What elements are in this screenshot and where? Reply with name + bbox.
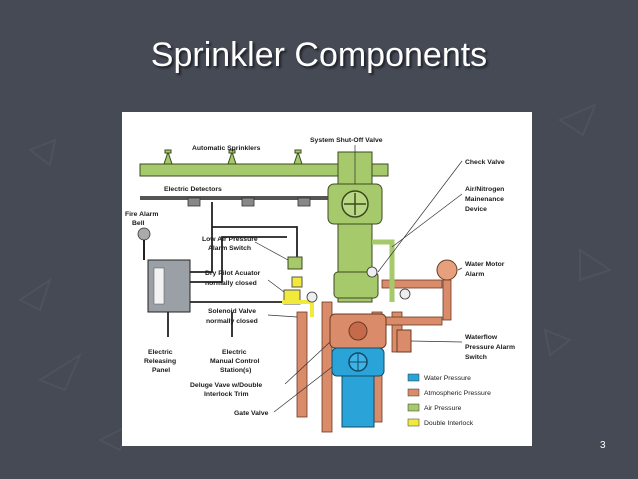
system-shutoff-valve [327, 183, 383, 225]
label-solenoid-1: Solenoid Valve [208, 308, 256, 315]
legend-swatch-air [407, 403, 420, 412]
air-main-pipe [139, 163, 389, 177]
control-wiring [167, 202, 298, 337]
waterflow-pressure-alarm-switch [396, 329, 412, 353]
label-gate-valve: Gate Valve [234, 410, 269, 417]
legend-label-interlock: Double Interlock [424, 420, 474, 427]
fire-alarm-bell [137, 227, 151, 260]
legend-label-atmospheric: Atmospheric Pressure [424, 390, 491, 397]
label-low-air-2: Alarm Switch [208, 245, 251, 252]
legend-label-air: Air Pressure [424, 405, 462, 412]
label-check-valve: Check Valve [465, 159, 505, 166]
deluge-valve [329, 313, 387, 349]
label-waterflow-3: Switch [465, 354, 487, 361]
label-fire-alarm-1: Fire Alarm [125, 211, 158, 218]
label-waterflow-1: Waterflow [465, 334, 498, 341]
water-motor-alarm [436, 259, 458, 321]
label-waterflow-2: Pressure Alarm [465, 344, 515, 351]
label-system-shutoff-valve: System Shut-Off Valve [310, 137, 383, 144]
legend-swatch-atmospheric [407, 388, 420, 397]
label-releasing-2: Releasing [144, 358, 176, 365]
label-deluge-2: Interlock Trim [204, 391, 249, 398]
automatic-sprinkler-heads [163, 149, 303, 165]
gate-valve [331, 347, 385, 377]
leader-lines [254, 145, 463, 413]
label-air-nitrogen-2: Mainenance [465, 196, 504, 203]
label-automatic-sprinklers: Automatic Sprinklers [192, 145, 261, 152]
label-deluge-1: Deluge Vave w/Double [190, 382, 262, 389]
slide-title: Sprinkler Components [150, 36, 488, 74]
label-air-nitrogen-1: Air/Nitrogen [465, 186, 504, 193]
label-water-motor-2: Alarm [465, 271, 484, 278]
pressure-gauges [306, 266, 411, 303]
electric-detectors [140, 196, 340, 207]
label-water-motor-1: Water Motor [465, 261, 505, 268]
sprinkler-diagram: Automatic Sprinklers System Shut-Off Val… [122, 112, 532, 446]
label-electric-detectors: Electric Detectors [164, 186, 222, 193]
label-dry-pilot-2: normally closed [205, 280, 257, 287]
label-dry-pilot-1: Dry Pilot Acuator [205, 270, 261, 277]
label-solenoid-2: normally closed [206, 318, 258, 325]
label-fire-alarm-2: Bell [132, 220, 145, 227]
low-air-pressure-alarm-switch [287, 256, 303, 288]
label-releasing-3: Panel [152, 367, 170, 374]
legend-swatch-interlock [407, 418, 420, 427]
electric-releasing-panel [147, 259, 191, 313]
air-nitrogen-line [372, 239, 395, 302]
sprinkler-diagram-svg: Automatic Sprinklers System Shut-Off Val… [125, 137, 515, 433]
label-releasing-1: Electric [148, 349, 173, 356]
label-manual-1: Electric [222, 349, 247, 356]
legend-swatch-water [407, 373, 420, 382]
label-manual-2: Manual Control [210, 358, 260, 365]
label-low-air-1: Low Air Pressure [202, 236, 258, 243]
legend-label-water: Water Pressure [424, 375, 471, 382]
legend: Water Pressure Atmospheric Pressure Air … [407, 373, 491, 427]
label-manual-3: Station(s) [220, 367, 251, 374]
page-number: 3 [600, 440, 606, 451]
label-air-nitrogen-3: Device [465, 206, 487, 213]
check-valve [333, 271, 379, 299]
